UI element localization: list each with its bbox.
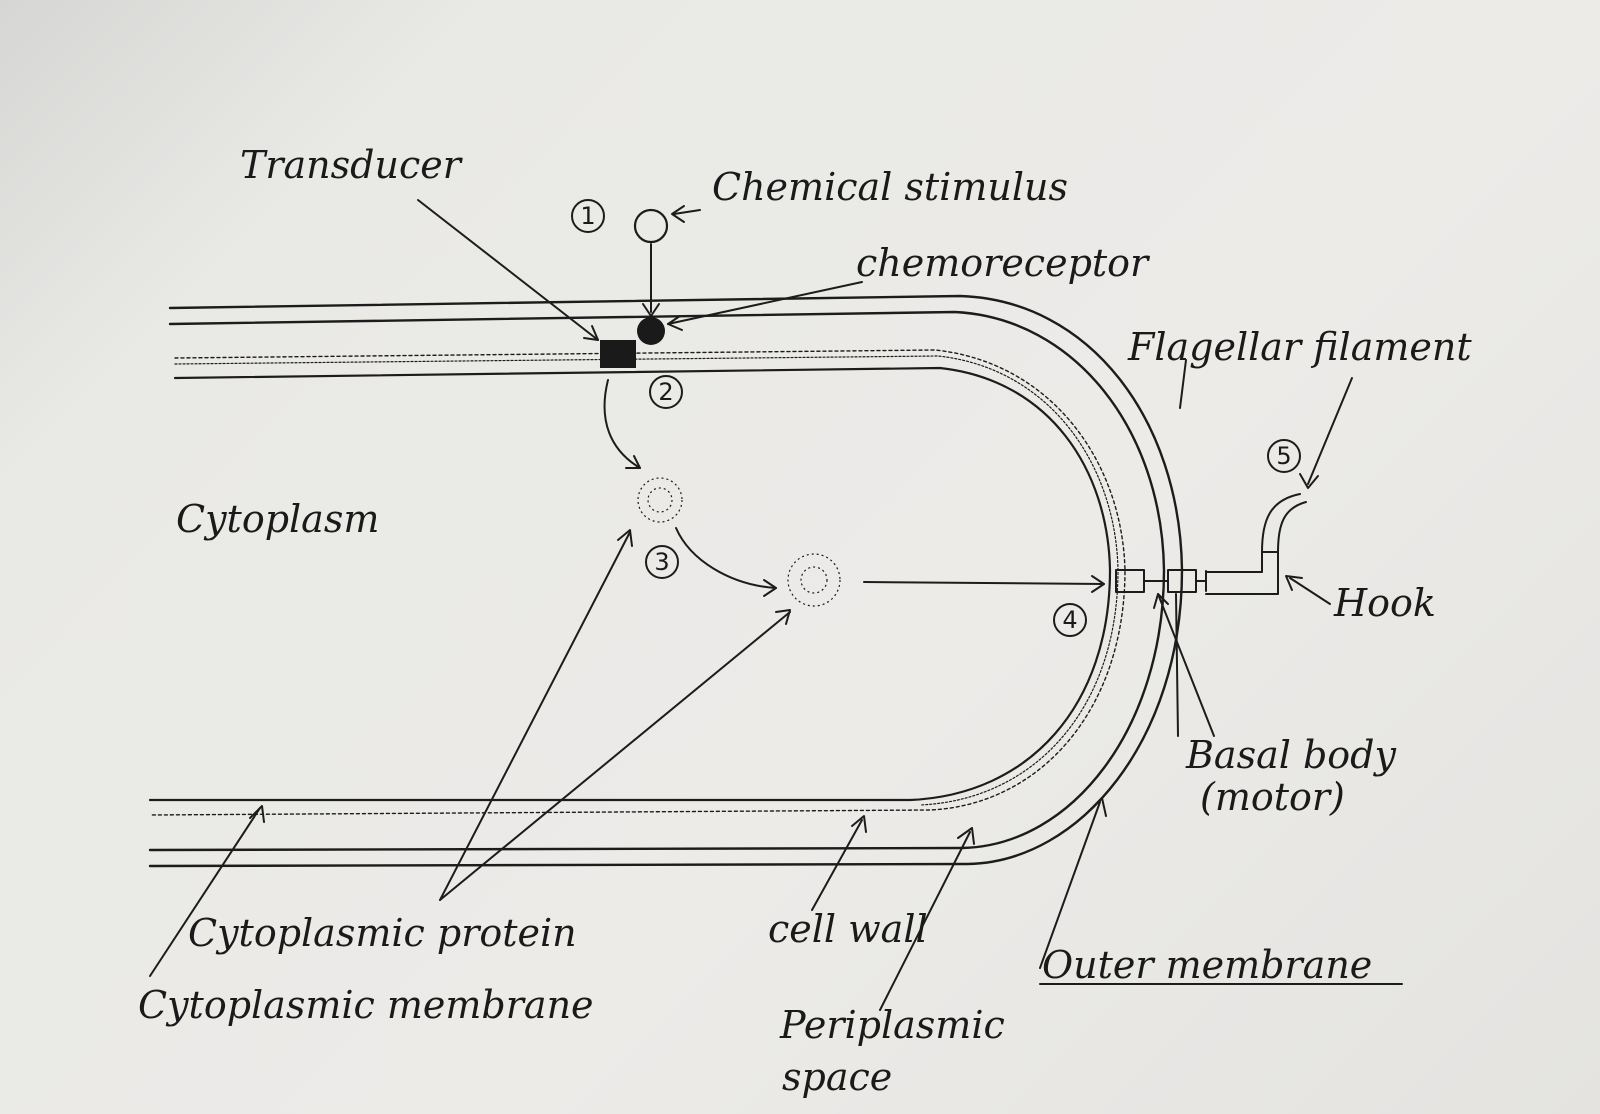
- label-cell-wall: cell wall: [768, 907, 928, 951]
- label-chemoreceptor: chemoreceptor: [856, 241, 1151, 285]
- cell-wall: [149, 349, 1126, 816]
- signal-arrow-2: [675, 527, 777, 589]
- label-hook: Hook: [1333, 581, 1436, 625]
- chemoreceptor-blob: [637, 317, 665, 345]
- label-space: space: [782, 1055, 892, 1099]
- step-1: 1: [571, 199, 605, 233]
- step-1-number: 1: [580, 202, 595, 230]
- label-chemical-stimulus: Chemical stimulus: [712, 165, 1068, 209]
- filament-pointer: [1307, 377, 1353, 485]
- label-outer-membrane: Outer membrane: [1042, 943, 1372, 987]
- cytoplasmic-protein-2: [787, 553, 841, 607]
- cytoplasmic-protein-1: [637, 477, 683, 523]
- signal-arrow-1: [603, 379, 641, 469]
- label-periplasmic: Periplasmic: [779, 1003, 1005, 1047]
- label-basal-body-motor: (motor): [1200, 775, 1345, 819]
- basal-body-pointer: [1157, 593, 1215, 737]
- step-3: 3: [645, 545, 679, 579]
- basal-body: [1115, 569, 1207, 593]
- stimulus-pointer: [673, 209, 701, 215]
- step-4-number: 4: [1062, 606, 1077, 634]
- flagellar-filament-shape: [1261, 493, 1307, 553]
- transducer-pointer: [417, 199, 599, 341]
- cell-wall-pointer: [811, 819, 863, 911]
- step-2-number: 2: [658, 378, 673, 406]
- label-flagellar-filament: Flagellar filament: [1127, 325, 1472, 369]
- step-3-number: 3: [654, 548, 669, 576]
- transducer-block: [600, 340, 636, 368]
- periplasmic-pointer: [879, 831, 971, 1011]
- signal-arrow-3: [863, 581, 1105, 585]
- label-cytoplasmic-protein: Cytoplasmic protein: [188, 911, 577, 955]
- outer-membrane-pointer: [1039, 801, 1101, 969]
- step-5-number: 5: [1276, 442, 1291, 470]
- chemoreceptor-pointer: [667, 281, 863, 325]
- chemical-stimulus-molecule: [633, 208, 669, 244]
- hook-shape: [1205, 551, 1279, 595]
- cyto-membrane-pointer: [149, 807, 261, 977]
- step-4: 4: [1053, 603, 1087, 637]
- step-5: 5: [1267, 439, 1301, 473]
- step-2: 2: [649, 375, 683, 409]
- label-cytoplasmic-membrane: Cytoplasmic membrane: [138, 983, 594, 1027]
- label-cytoplasm: Cytoplasm: [176, 497, 379, 541]
- protein-pointers: [439, 529, 791, 901]
- hook-pointer: [1289, 577, 1331, 605]
- label-basal-body: Basal body: [1185, 733, 1396, 777]
- cytoplasmic-membrane: [148, 355, 1119, 806]
- label-transducer: Transducer: [240, 143, 464, 187]
